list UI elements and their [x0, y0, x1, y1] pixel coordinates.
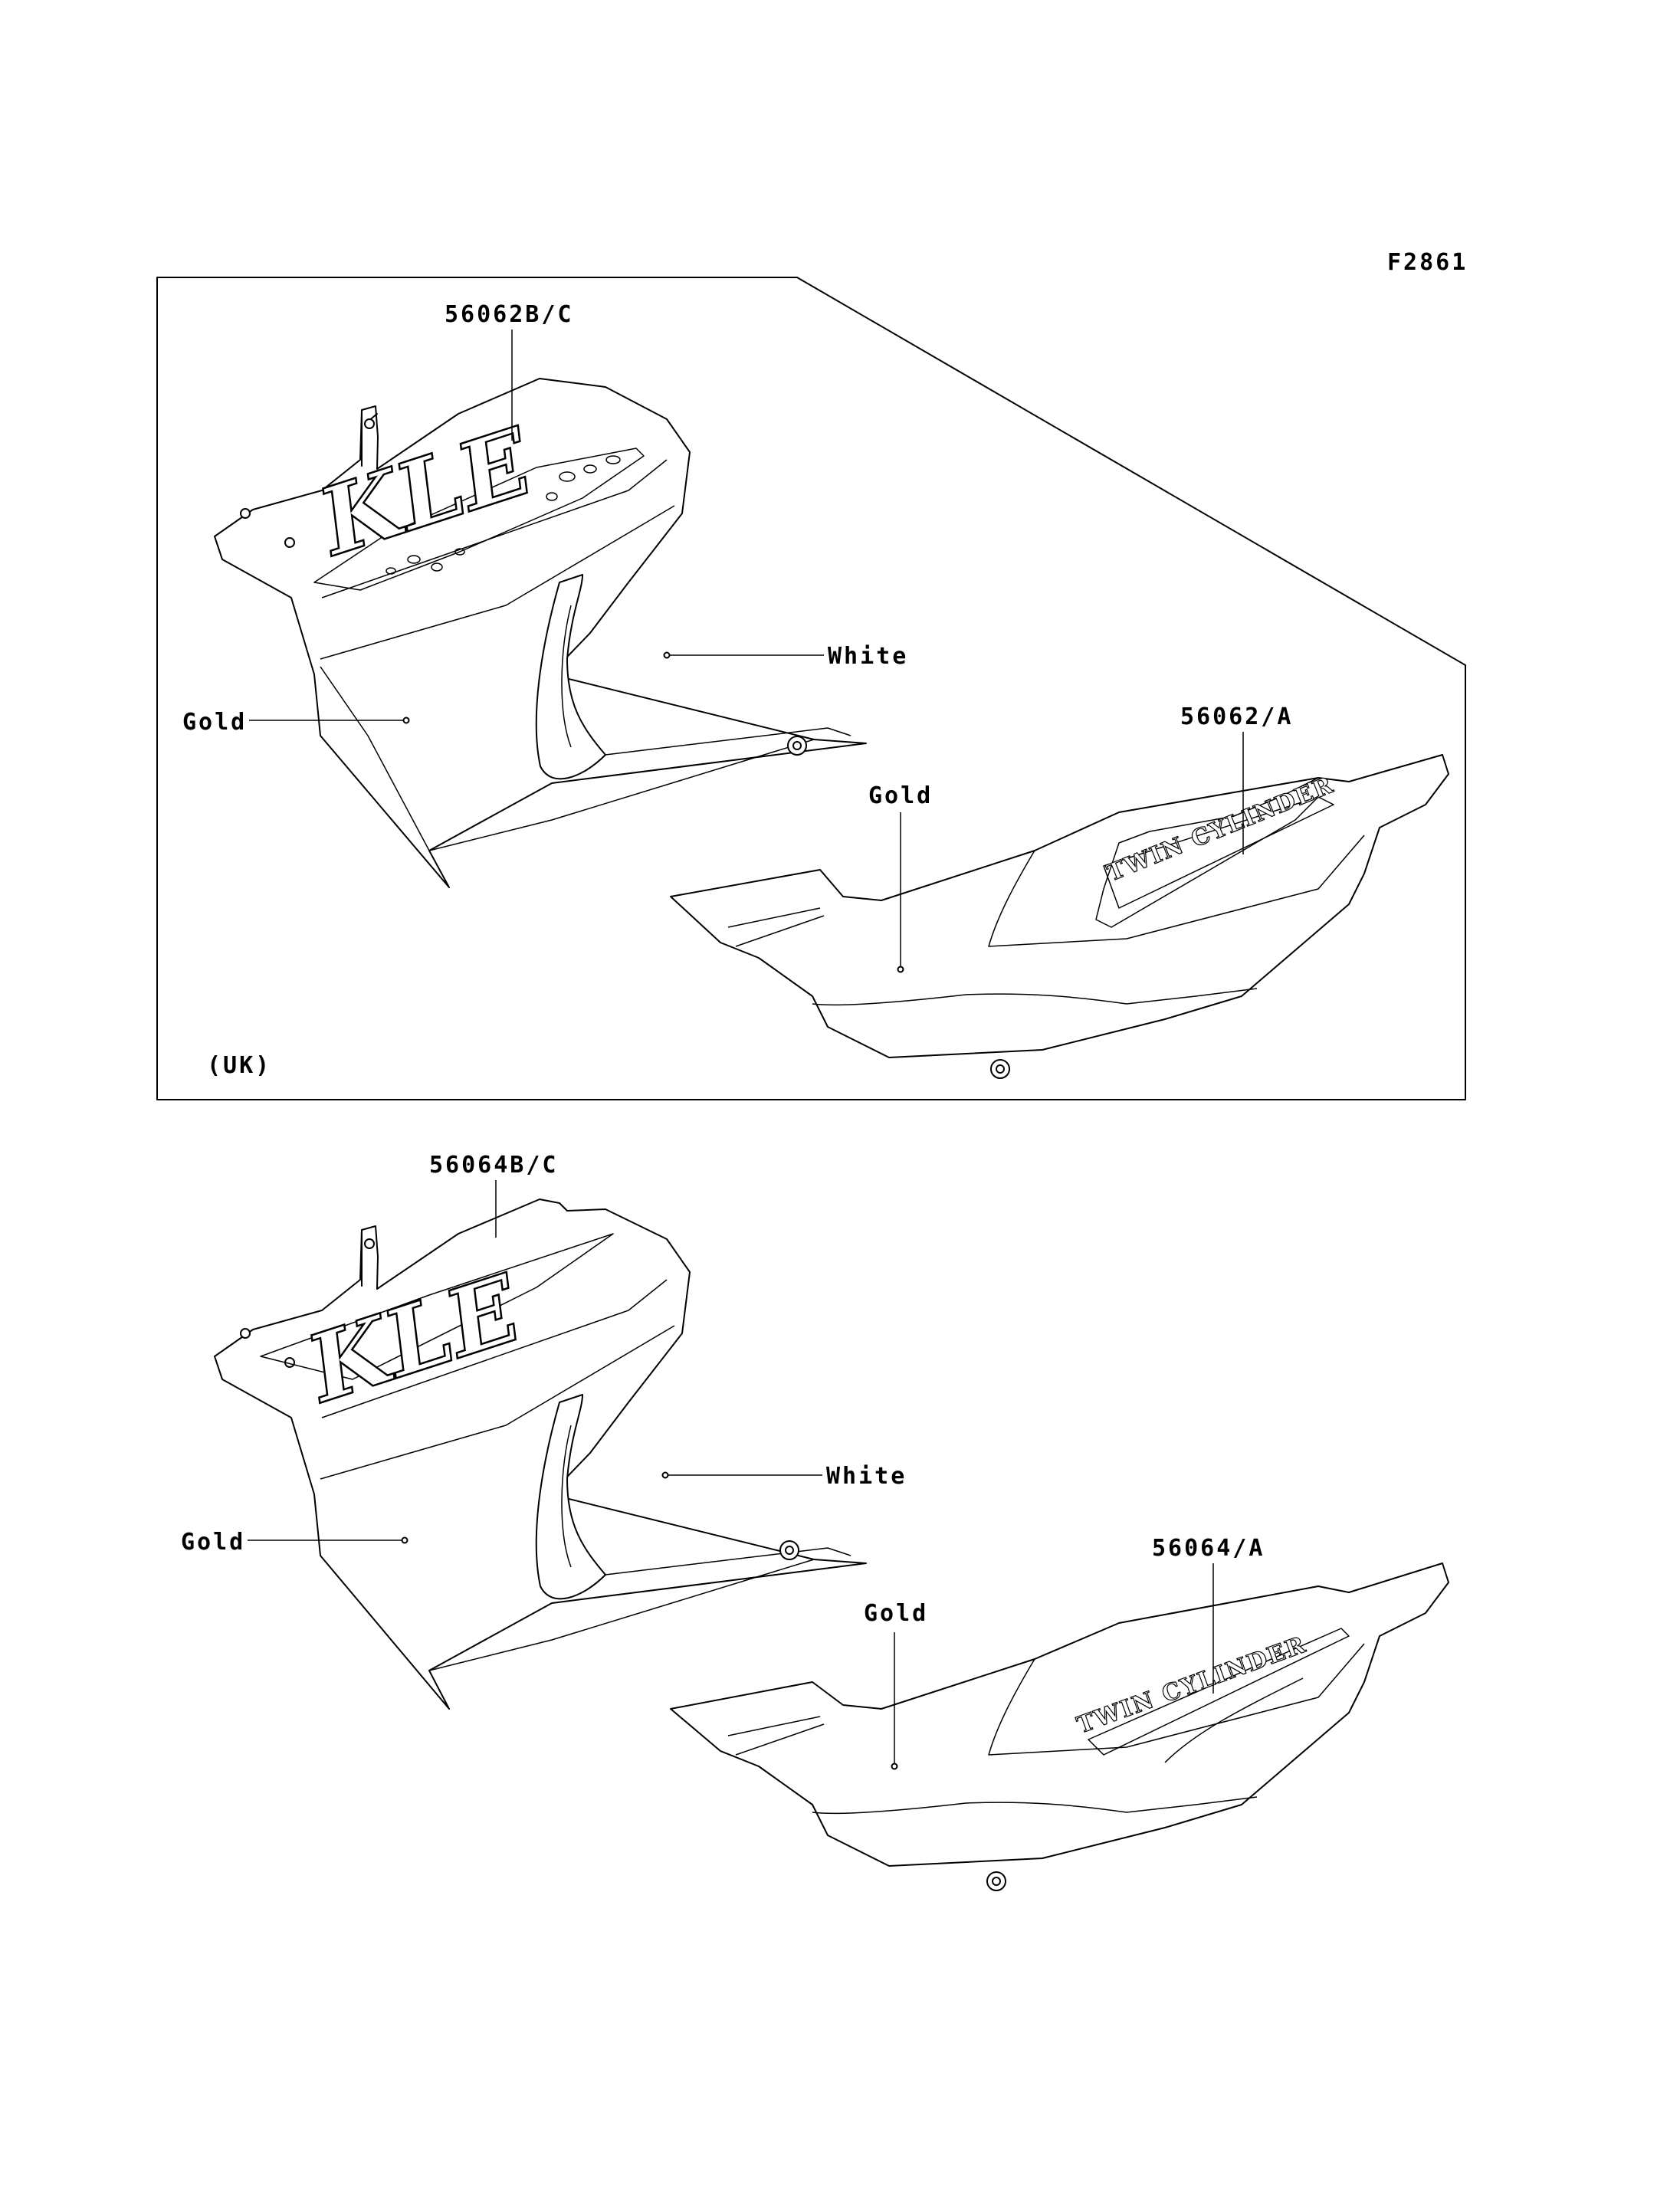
- std-gold-rear-point: [891, 1763, 898, 1770]
- uk-gold-rear-point: [897, 966, 904, 973]
- uk-gold-rear-label: Gold: [868, 782, 933, 809]
- std-front-part-number: 56064B/C: [429, 1152, 559, 1179]
- uk-region-label: (UK): [207, 1052, 271, 1079]
- uk-white-label: White: [828, 643, 908, 670]
- uk-front-part-number: 56062B/C: [445, 301, 574, 328]
- figure-code: F2861: [1387, 249, 1468, 276]
- std-rear-cover: TWIN CYLINDER: [670, 1562, 1449, 1891]
- uk-gold-front-label: Gold: [182, 709, 247, 736]
- std-white-label: White: [826, 1463, 907, 1490]
- std-gold-front-point: [401, 1536, 409, 1544]
- std-front-fairing: KLE: [214, 1199, 867, 1710]
- std-gold-rear-label: Gold: [864, 1600, 928, 1627]
- std-gold-front-label: Gold: [181, 1529, 245, 1556]
- uk-rear-part-number: 56062/A: [1180, 703, 1293, 730]
- std-white-point: [661, 1471, 669, 1479]
- uk-front-fairing: KLE: [214, 378, 867, 888]
- std-rear-part-number: 56064/A: [1152, 1535, 1265, 1562]
- uk-white-point: [663, 651, 671, 659]
- uk-rear-cover: TWIN CYLINDER: [670, 754, 1449, 1079]
- uk-frame: [156, 277, 1466, 1100]
- uk-gold-front-point: [402, 716, 410, 724]
